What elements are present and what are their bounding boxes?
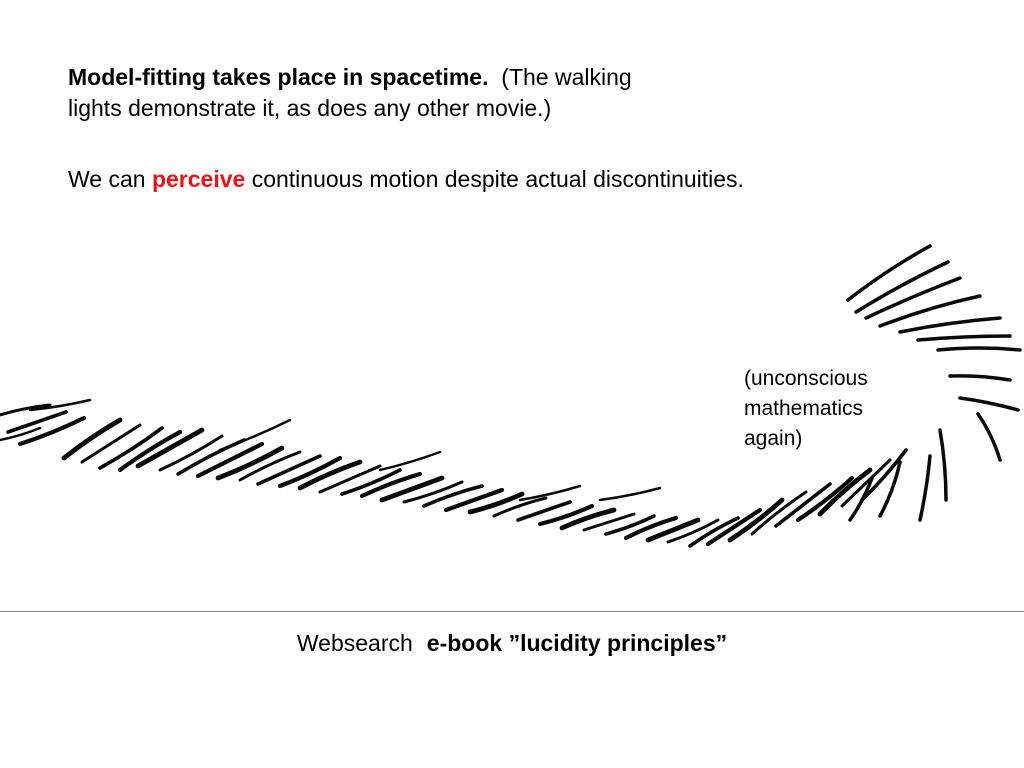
motion-stroke [840, 458, 892, 508]
footer-prefix: Websearch [296, 630, 413, 656]
motion-stroke [378, 450, 442, 472]
unconscious-mathematics-note: (unconscious mathematics again) [744, 364, 914, 454]
perception-before: We can [68, 166, 152, 192]
motion-stroke [277, 455, 343, 489]
motion-stroke [666, 518, 720, 544]
note-line-2: mathematics [744, 397, 864, 420]
motion-stroke [0, 403, 52, 417]
motion-stroke [727, 497, 785, 543]
footer-ebook-title: e-book ”lucidity principles” [426, 630, 728, 656]
motion-stroke [516, 500, 572, 522]
perception-paragraph: We can perceive continuous motion despit… [68, 164, 968, 195]
motion-stroke [976, 412, 1002, 462]
motion-stroke [17, 415, 87, 447]
perceive-emphasis: perceive [151, 166, 246, 192]
motion-stroke [878, 460, 902, 518]
motion-stroke [559, 507, 617, 531]
motion-stroke [918, 454, 932, 522]
motion-stroke [379, 475, 445, 503]
motion-stroke [422, 484, 484, 508]
motion-stroke [898, 316, 1002, 334]
motion-stroke [948, 374, 1012, 382]
motion-stroke [938, 428, 948, 502]
motion-stroke [518, 484, 582, 502]
intro-paragraph: Model-fitting takes place in spacetime. … [68, 62, 828, 124]
motion-stroke [645, 517, 701, 543]
motion-stroke [256, 454, 322, 486]
motion-stroke [604, 514, 656, 536]
motion-stroke [467, 491, 525, 515]
motion-stroke [688, 516, 740, 548]
motion-stroke [860, 448, 908, 502]
motion-stroke [61, 417, 123, 461]
motion-stroke [340, 468, 402, 496]
motion-stroke [750, 490, 808, 536]
motion-stroke [297, 459, 363, 491]
model-fitting-heading: Model-fitting takes place in spacetime. [68, 64, 489, 90]
motion-stroke [705, 507, 763, 547]
motion-stroke [218, 418, 292, 452]
motion-stroke [878, 294, 982, 328]
motion-stroke [598, 486, 662, 502]
walking-lights-text-2: lights demonstrate it, as does any other… [68, 95, 552, 121]
motion-stroke [158, 434, 224, 472]
motion-stroke [238, 450, 302, 482]
motion-stroke [623, 515, 679, 541]
perception-after: continuous motion despite actual discont… [245, 166, 744, 192]
motion-stroke [958, 396, 1020, 412]
note-line-3: again) [744, 427, 803, 450]
walking-lights-text-1: (The walking [501, 64, 632, 90]
motion-stroke [817, 467, 873, 517]
motion-stroke [80, 423, 142, 464]
motion-stroke [215, 445, 285, 481]
motion-stroke [774, 482, 832, 528]
note-line-1: (unconscious [744, 367, 868, 390]
motion-stroke [98, 426, 164, 470]
motion-stroke [135, 427, 205, 469]
motion-stroke [359, 471, 423, 499]
motion-stroke [0, 426, 42, 442]
motion-stroke [864, 276, 962, 320]
motion-stroke [443, 487, 505, 513]
motion-stroke [402, 480, 464, 504]
motion-stroke [117, 429, 183, 473]
motion-stroke [795, 475, 855, 523]
motion-strokes-illustration [0, 244, 1022, 548]
motion-stroke [582, 512, 636, 532]
motion-stroke [28, 398, 92, 412]
motion-stroke [916, 334, 1012, 342]
motion-stroke [195, 441, 265, 479]
motion-stroke [936, 346, 1022, 352]
motion-stroke [854, 260, 950, 314]
footer-line: Websearch e-book ”lucidity principles” [0, 625, 1024, 661]
footer-divider [0, 611, 1024, 612]
motion-stroke [318, 464, 382, 494]
motion-stroke [492, 496, 548, 518]
motion-stroke [537, 503, 595, 527]
motion-stroke [6, 410, 68, 434]
motion-stroke [846, 244, 932, 302]
motion-stroke [848, 476, 874, 522]
